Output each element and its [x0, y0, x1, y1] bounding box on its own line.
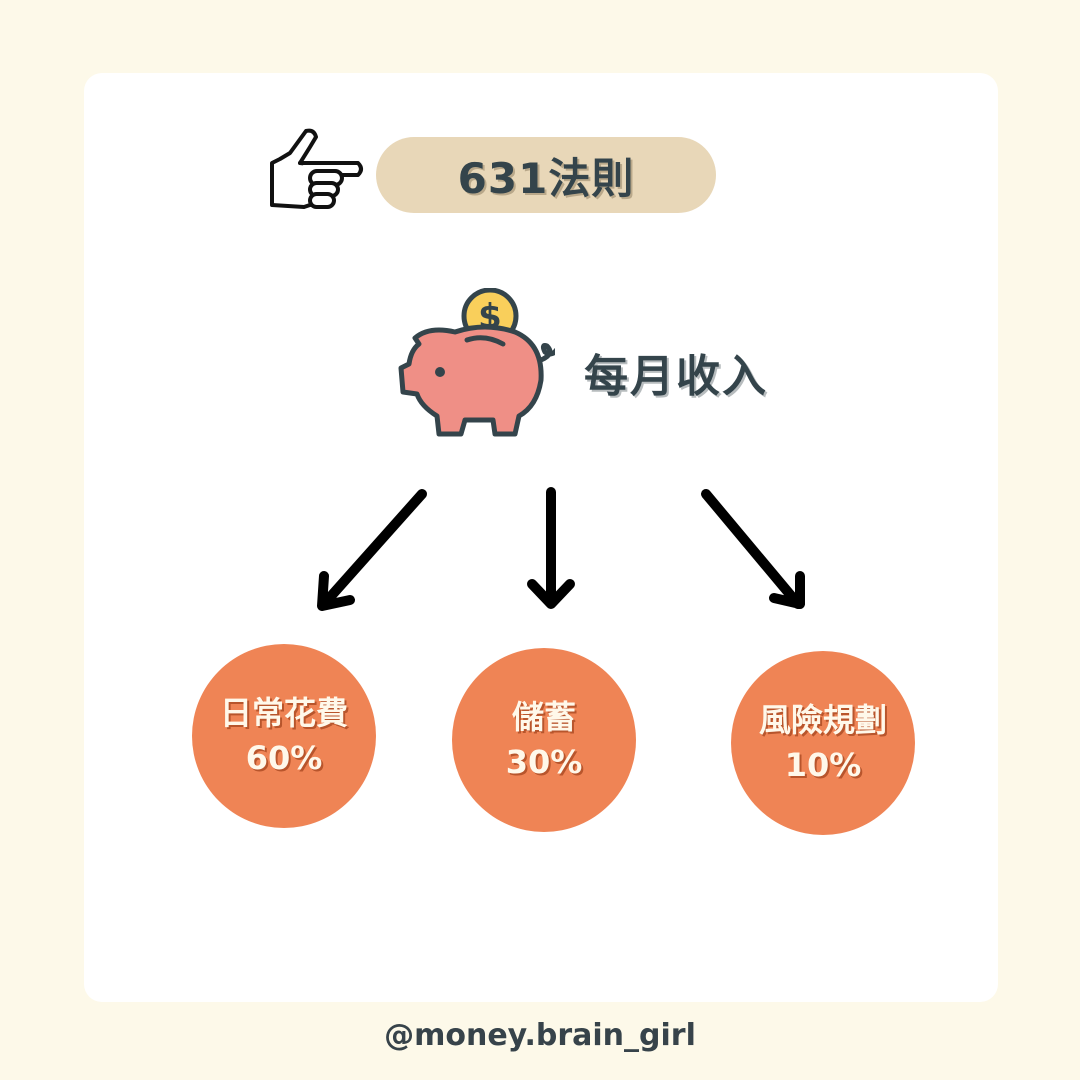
page-title: 631法則: [457, 153, 635, 203]
arrow-down-icon: [527, 487, 575, 609]
allocation-risk-planning: 風險規劃 10%: [731, 651, 915, 835]
allocation-percent: 10%: [784, 746, 862, 784]
content-card: [84, 73, 998, 1002]
allocation-percent: 60%: [245, 739, 323, 777]
monthly-income-label: 每月收入: [584, 351, 768, 402]
arrow-down-left-icon: [317, 489, 427, 611]
allocation-label: 風險規劃: [758, 701, 887, 739]
allocation-percent: 30%: [505, 743, 583, 781]
title-pill: 631法則: [376, 137, 716, 213]
piggy-bank-coin-icon: $: [398, 288, 555, 437]
allocation-daily-expenses: 日常花費 60%: [192, 644, 376, 828]
arrow-down-right-icon: [701, 489, 805, 609]
flow-arrows: [317, 487, 805, 611]
allocation-label: 日常花費: [219, 694, 348, 732]
account-handle: @money.brain_girl: [384, 1018, 696, 1053]
allocation-savings: 儲蓄 30%: [452, 648, 636, 832]
pointing-hand-icon: [270, 128, 363, 209]
allocation-label: 儲蓄: [511, 698, 576, 736]
